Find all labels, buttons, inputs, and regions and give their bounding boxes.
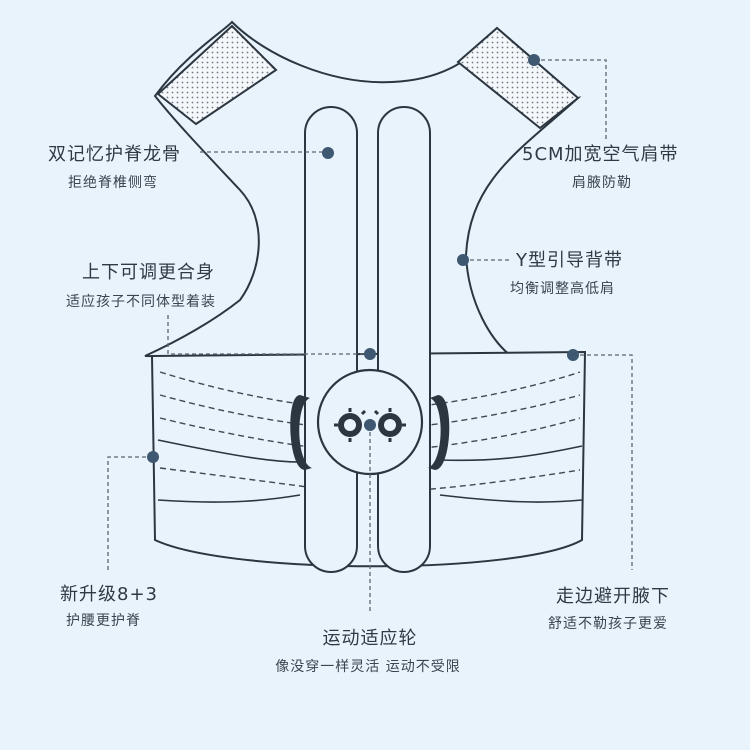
spine-callout-sub: 拒绝脊椎侧弯 [68, 175, 158, 191]
adjust-callout-title: 上下可调更合身 [82, 262, 215, 283]
underarm-callout-title: 走边避开腋下 [556, 586, 670, 607]
underarm-callout-sub: 舒适不勒孩子更爱 [548, 616, 668, 632]
underarm-leader-line [573, 354, 633, 570]
left-spine-bone [304, 106, 358, 573]
left-buckle [290, 395, 312, 470]
wheel-dot [364, 419, 376, 431]
waist-callout-sub: 护腰更护脊 [66, 613, 141, 629]
right-spine-bone [377, 106, 431, 573]
adjust-callout-sub: 适应孩子不同体型着装 [66, 294, 216, 310]
right-mesh-shoulder-strap [456, 26, 580, 130]
waist-leader-line [107, 456, 153, 570]
right-buckle [428, 395, 450, 470]
wheel-callout-title: 运动适应轮 [322, 628, 418, 649]
waist-callout-title: 新升级8+3 [60, 584, 158, 605]
vest-back-panel [144, 20, 582, 363]
ystrap-callout-title: Y型引导背带 [516, 250, 623, 271]
adjust-leader-line [167, 315, 370, 355]
shoulder-dot [528, 54, 540, 66]
ystrap-callout-sub: 均衡调整高低肩 [510, 281, 615, 297]
shoulder-callout-title: 5CM加宽空气肩带 [522, 144, 679, 165]
underarm-dot [567, 349, 579, 361]
adjust-dot [364, 348, 376, 360]
wheel-callout-sub: 像没穿一样灵活 运动不受限 [275, 659, 461, 675]
shoulder-callout-sub: 肩腋防勒 [572, 175, 632, 191]
spine-callout-title: 双记忆护脊龙骨 [48, 144, 181, 165]
waist-dot [147, 451, 159, 463]
shoulder-leader-line [534, 59, 607, 140]
left-mesh-shoulder-strap [156, 24, 278, 126]
spine-dot [322, 147, 334, 159]
ystrap-dot [457, 254, 469, 266]
